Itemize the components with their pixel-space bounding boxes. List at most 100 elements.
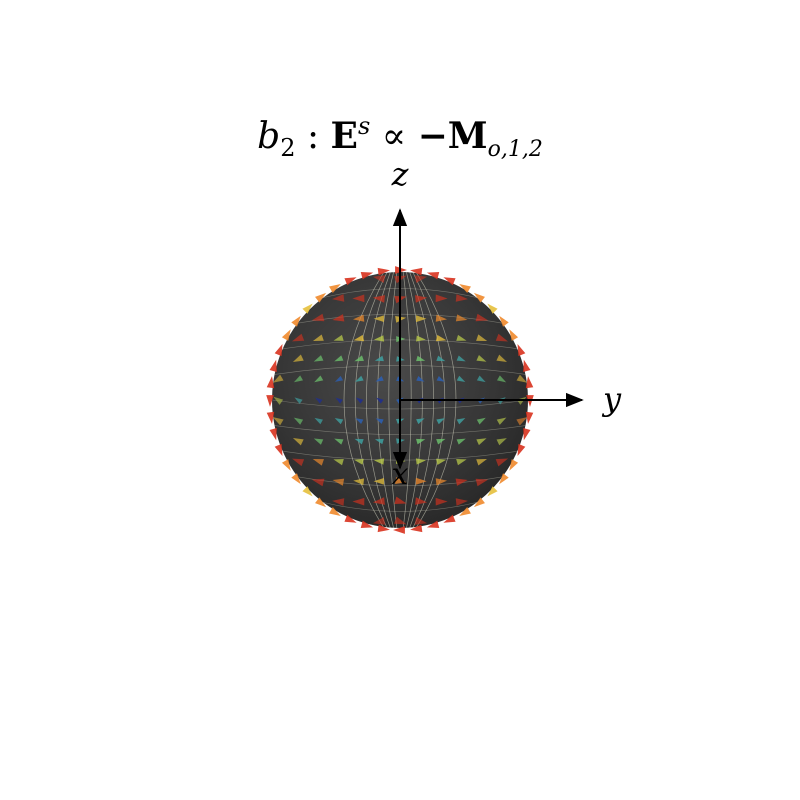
field-arrowhead <box>395 477 407 485</box>
field-arrowhead <box>376 397 384 404</box>
field-arrowhead <box>394 516 407 525</box>
rim-arrowhead <box>523 359 531 372</box>
rim-arrowhead <box>266 395 274 407</box>
rim-arrowhead <box>269 428 277 441</box>
rim-arrowhead <box>329 284 341 293</box>
rim-arrowhead <box>302 303 313 314</box>
y-axis-label: y <box>601 380 622 418</box>
field-arrowhead <box>455 294 468 302</box>
rim-arrowhead <box>410 524 423 533</box>
field-arrowhead <box>332 478 345 486</box>
rim-arrowhead <box>315 292 327 303</box>
field-arrowhead <box>294 397 303 405</box>
field-arrowhead <box>353 478 365 486</box>
field-arrowhead <box>435 334 447 342</box>
field-arrowhead <box>456 417 466 425</box>
field-arrowhead <box>455 498 468 506</box>
field-arrowhead <box>414 275 428 283</box>
rim-arrowhead <box>443 277 456 286</box>
field-arrowhead <box>373 458 385 465</box>
field-arrowhead <box>312 334 324 341</box>
field-arrowhead <box>495 458 509 467</box>
rim-arrowhead <box>266 376 275 389</box>
rim-arrowhead <box>443 514 456 523</box>
rim-arrowhead <box>360 271 374 280</box>
field-arrowhead <box>293 375 304 383</box>
field-arrowhead <box>332 314 345 322</box>
rim-arrowhead <box>499 473 509 485</box>
field-arrowhead <box>416 375 425 382</box>
field-arrowhead <box>435 478 448 486</box>
field-arrowhead <box>355 397 364 404</box>
field-arrowhead <box>352 497 365 506</box>
field-arrowhead <box>292 438 304 446</box>
field-arrowhead <box>415 295 428 303</box>
axes: z y x <box>391 155 622 492</box>
field-arrowhead <box>314 417 323 425</box>
field-arrowhead <box>374 438 384 445</box>
rim-arrowhead <box>281 459 291 471</box>
field-arrowhead <box>455 478 468 486</box>
rim-arrowhead <box>526 395 534 407</box>
rim-arrowhead <box>509 329 519 341</box>
streamline <box>343 272 385 528</box>
rim-arrowhead <box>393 526 405 534</box>
field-arrowhead <box>436 418 445 425</box>
field-arrowhead <box>415 458 427 465</box>
field-arrowhead <box>372 517 386 525</box>
rim-arrowhead <box>459 284 471 293</box>
field-arrowhead <box>456 375 466 383</box>
field-arrowhead <box>496 375 507 383</box>
field-arrowhead <box>394 496 407 504</box>
field-arrowhead <box>334 375 344 382</box>
field-arrowhead <box>355 418 364 424</box>
field-arrowhead <box>272 417 284 426</box>
field-arrows <box>266 266 534 534</box>
field-arrowhead <box>415 497 428 505</box>
field-arrowhead <box>415 315 427 323</box>
rim-arrowhead <box>360 520 374 529</box>
field-arrowhead <box>372 497 385 505</box>
field-arrowhead <box>292 354 304 363</box>
field-arrowhead <box>475 313 489 322</box>
field-arrowhead <box>292 333 305 342</box>
field-arrowhead <box>375 376 384 382</box>
field-arrowhead <box>516 374 528 383</box>
field-arrowhead <box>436 438 446 445</box>
rim-arrowhead <box>395 266 407 274</box>
streamline <box>366 272 391 528</box>
field-arrowhead <box>333 334 344 341</box>
field-arrowhead <box>334 355 344 362</box>
field-arrowhead <box>293 417 304 425</box>
field-arrowhead <box>415 477 427 485</box>
field-arrowhead <box>354 355 364 362</box>
field-arrowhead <box>435 458 447 465</box>
field-arrowhead <box>373 477 384 485</box>
streamline <box>323 502 477 512</box>
rim-arrowhead <box>459 507 471 516</box>
field-arrowhead <box>372 295 385 303</box>
field-arrowhead <box>436 355 446 362</box>
field-arrowhead <box>455 314 468 322</box>
field-arrowhead <box>476 375 486 383</box>
rim-arrowhead <box>291 473 301 485</box>
rim-arrowhead <box>525 376 534 389</box>
field-arrowhead <box>312 458 324 466</box>
rim-arrowhead <box>517 443 526 456</box>
field-arrowhead <box>414 517 428 525</box>
field-arrowhead <box>456 459 467 466</box>
field-arrowhead <box>334 438 344 445</box>
field-arrowhead <box>435 497 448 506</box>
field-arrowhead <box>456 438 466 445</box>
field-arrowhead <box>496 354 508 362</box>
rim-arrowhead <box>274 443 283 456</box>
rim-arrowhead <box>499 315 509 327</box>
field-arrowhead <box>416 335 426 342</box>
field-arrowhead <box>332 294 345 302</box>
field-arrowhead <box>435 314 448 322</box>
streamline <box>388 272 398 528</box>
field-arrowhead <box>273 396 284 405</box>
rim-arrowhead <box>473 497 485 508</box>
rim-arrowhead <box>487 303 498 314</box>
